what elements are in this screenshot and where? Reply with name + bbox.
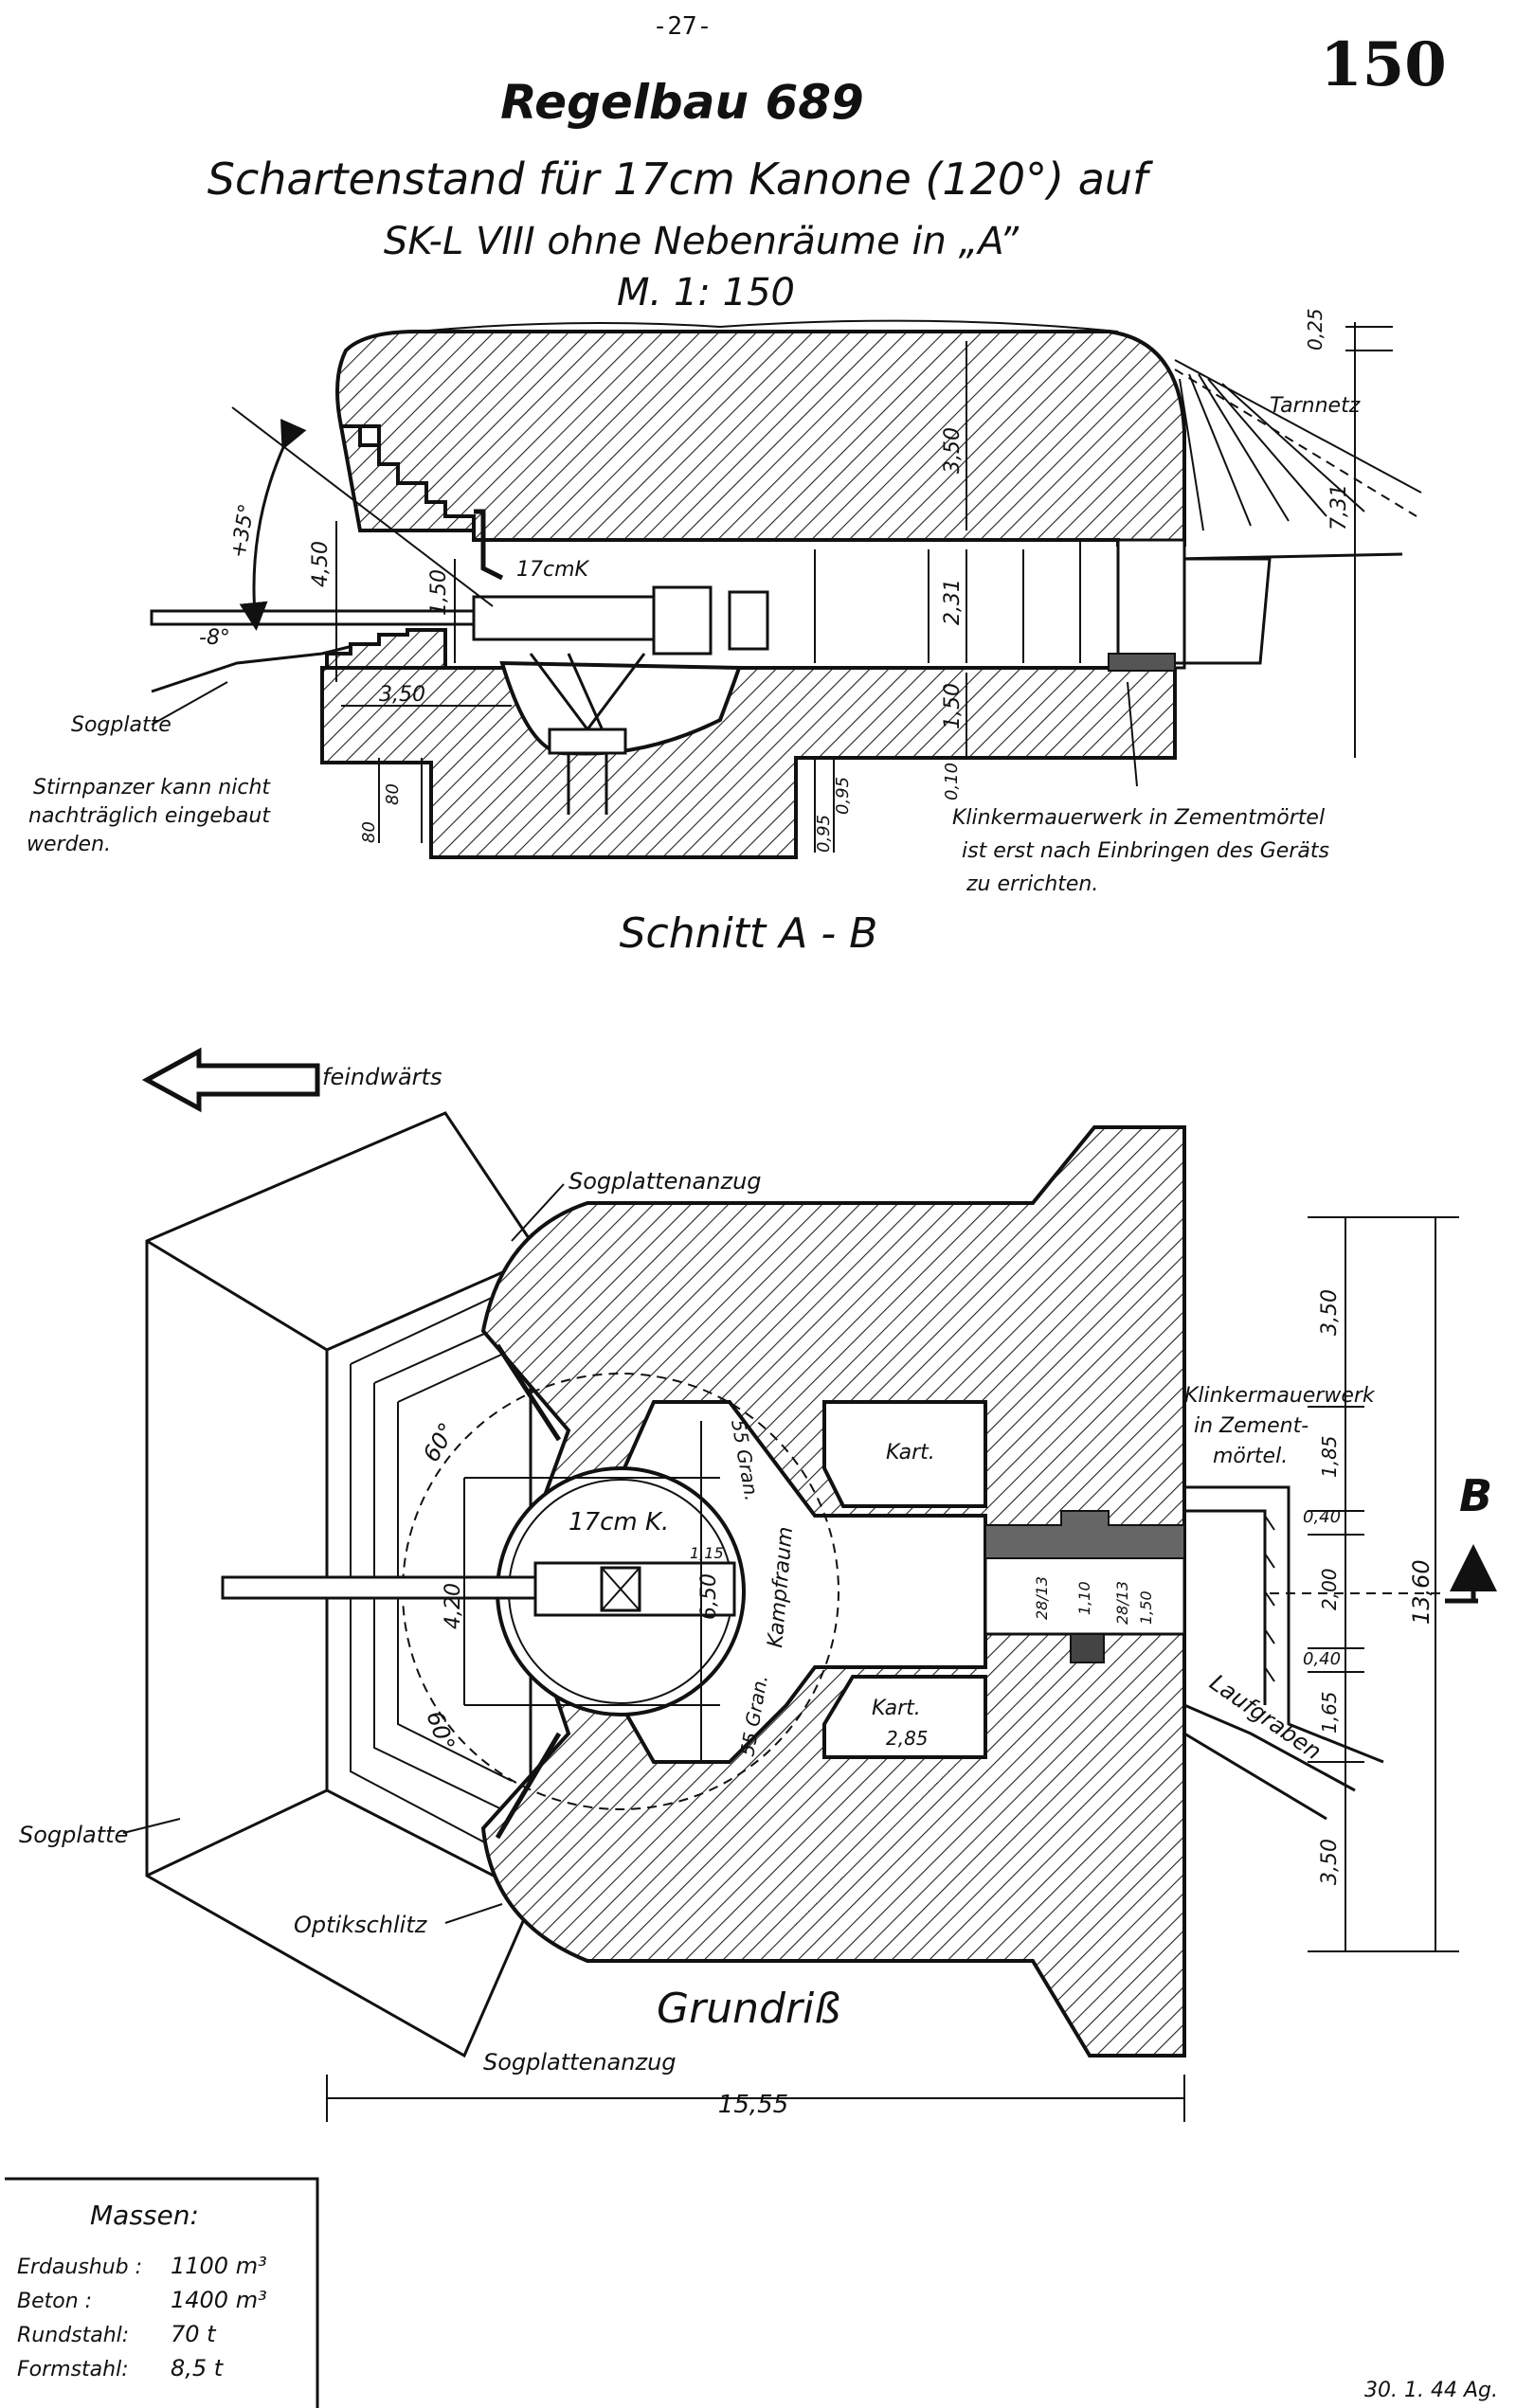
- drawing-title: Regelbau 689: [500, 75, 864, 130]
- embrasure-steps: [338, 424, 476, 532]
- dim-0-25: 0,25: [1304, 308, 1326, 350]
- dim-3-50-bottom: 3,50: [1318, 1839, 1342, 1885]
- section-title: Schnitt A - B: [620, 909, 878, 958]
- dim-1-10: 1,10: [1075, 1581, 1093, 1615]
- enemy-direction-label: feindwärts: [322, 1064, 442, 1090]
- dim-1-50-floor: 1,50: [941, 683, 965, 729]
- rear-trench: [1175, 557, 1272, 665]
- plan-title: Grundriß: [657, 1985, 840, 2033]
- cheek-plate-bottom: [495, 1732, 562, 1840]
- label-klinker-section-1: Klinkermauerwerk in Zementmörtel: [952, 806, 1325, 830]
- drawing-date: 30. 1. 44 Ag.: [1364, 2379, 1498, 2402]
- sheet-number: 150: [1320, 29, 1447, 100]
- dim-28-13-b: 28/13: [1113, 1581, 1131, 1625]
- dim-1-65: 1,65: [1318, 1691, 1341, 1734]
- label-kart-top: Kart.: [886, 1441, 935, 1465]
- masses-title: Massen:: [90, 2200, 199, 2231]
- mass-row-3-value: 70 t: [171, 2321, 217, 2347]
- dim-13-60: 13,60: [1408, 1559, 1435, 1625]
- label-optikschlitz: Optikschlitz: [294, 1912, 428, 1938]
- plan-view: feindwärts 4,20: [19, 1047, 1497, 2122]
- label-klinker-plan-2: in Zement-: [1194, 1414, 1308, 1438]
- mass-row-2-label: Beton :: [17, 2290, 92, 2313]
- mass-row-1-value: 1100 m³: [171, 2253, 267, 2279]
- dim-0-40-a: 0,40: [1303, 1507, 1341, 1527]
- mass-row-2-value: 1400 m³: [171, 2287, 267, 2313]
- dim-6-50: 6,50: [697, 1573, 721, 1620]
- label-klinker-plan-3: mörtel.: [1213, 1445, 1288, 1468]
- laufgraben: [1183, 1485, 1384, 1821]
- dim-1-85: 1,85: [1318, 1435, 1341, 1478]
- label-sogplattenanzug-bottom: Sogplattenanzug: [483, 2049, 677, 2076]
- label-stirnpanzer-3: werden.: [27, 833, 111, 856]
- dim-2-00: 2,00: [1318, 1568, 1341, 1610]
- angle-60-top: 60°: [418, 1418, 461, 1466]
- label-stirnpanzer-1: Stirnpanzer kann nicht: [33, 776, 271, 800]
- dim-7-31: 7,31: [1327, 484, 1351, 530]
- section-view: +35° -8° 0,25 3,50 7,31 4,50 1,50 2,31 1…: [27, 308, 1422, 958]
- dim-3-50-top: 3,50: [1318, 1289, 1342, 1336]
- mass-row-4-label: Formstahl:: [17, 2358, 129, 2381]
- enemy-direction-arrow: [141, 1047, 320, 1113]
- label-tarnnetz: Tarnnetz: [1270, 394, 1361, 418]
- klinker-wall-section: [1108, 653, 1176, 672]
- ground-line-front: [151, 642, 361, 693]
- label-sogplatte-plan: Sogplatte: [19, 1822, 128, 1848]
- label-sogplattenanzug-top: Sogplattenanzug: [568, 1168, 762, 1195]
- dim-4-50: 4,50: [309, 541, 333, 587]
- dim-0-95-a: 0,95: [833, 777, 853, 815]
- dim-0-10: 0,10: [942, 763, 962, 800]
- dim-80-a: 80: [383, 783, 403, 805]
- label-sogplatte-section: Sogplatte: [71, 713, 171, 737]
- drawing-scale: M. 1: 150: [617, 271, 795, 314]
- dim-2-31: 2,31: [941, 579, 965, 625]
- dim-0-95-b: 0,95: [814, 815, 834, 853]
- mass-row-1-label: Erdaushub :: [17, 2255, 142, 2279]
- dim-15-55: 15,55: [718, 2091, 788, 2119]
- gun-17cm-section: [150, 585, 769, 815]
- cheek-plate-top: [495, 1343, 562, 1442]
- dim-2-85: 2,85: [886, 1727, 929, 1750]
- section-marker-b: B: [1459, 1470, 1492, 1521]
- drawing-subtitle-1: Schartenstand für 17cm Kanone (120°) auf: [208, 153, 1153, 205]
- label-klinker-plan-1: Klinkermauerwerk: [1184, 1384, 1376, 1408]
- dim-80-b: 80: [359, 821, 379, 843]
- label-klinker-section-3: zu errichten.: [966, 872, 1098, 896]
- kart-room-bottom: [822, 1675, 987, 1759]
- dim-3-50-roof: 3,50: [941, 427, 965, 474]
- kart-room-top: [822, 1400, 987, 1508]
- dim-1-15: 1,15: [690, 1544, 724, 1562]
- elevation-arc: [239, 418, 307, 631]
- dim-0-40-b: 0,40: [1303, 1649, 1341, 1669]
- rear-block: [1116, 538, 1186, 670]
- mass-row-3-label: Rundstahl:: [17, 2324, 129, 2347]
- label-kart-bottom: Kart.: [872, 1697, 921, 1720]
- label-klinker-section-2: ist erst nach Einbringen des Geräts: [962, 839, 1329, 863]
- gun-shield-plate: [474, 509, 504, 581]
- klinker-block-bottom: [1070, 1633, 1105, 1663]
- section-concrete-roof: [335, 330, 1186, 547]
- dim-28-13-a: 28/13: [1033, 1576, 1051, 1620]
- embrasure-steps-lower: [325, 628, 447, 670]
- dim-1-50-plan: 1,50: [1137, 1590, 1155, 1625]
- angle-60-bottom: 60°: [421, 1707, 460, 1754]
- page-number: -27-: [653, 12, 713, 41]
- klinker-wall-plan: [984, 1510, 1185, 1559]
- dim-3-50-sole: 3,50: [379, 683, 425, 707]
- mass-row-4-value: 8,5 t: [171, 2355, 225, 2381]
- label-gun-plan: 17cm K.: [568, 1508, 669, 1536]
- masses-table: Massen: Erdaushub : 1100 m³ Beton : 1400…: [5, 2177, 319, 2408]
- dim-1-50: 1,50: [427, 569, 451, 616]
- camouflage-net: [1174, 359, 1422, 531]
- gun-17cm-plan: [221, 1561, 736, 1617]
- label-stirnpanzer-2: nachträglich eingebaut: [28, 804, 271, 828]
- drawing-subtitle-2: SK-L VIII ohne Nebenräume in „A”: [384, 220, 1019, 263]
- dim-4-20: 4,20: [442, 1583, 465, 1629]
- label-gun-section: 17cmK: [516, 558, 590, 582]
- roof-soil: [416, 319, 1119, 332]
- elevation-down: -8°: [199, 626, 230, 650]
